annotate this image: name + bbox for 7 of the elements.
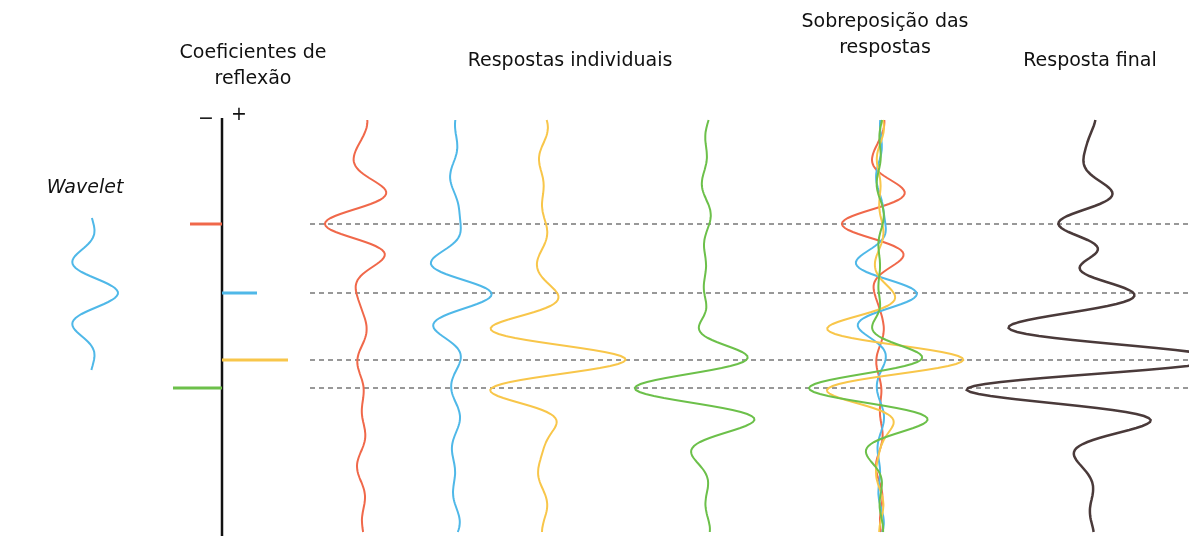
plus-sign: +	[231, 102, 247, 124]
column-heading: Sobreposição das respostas	[801, 9, 969, 57]
column-heading: Coeficientes de reflexão	[179, 40, 327, 88]
wavelet-label: Wavelet	[46, 175, 124, 197]
column-heading: Resposta final	[1023, 48, 1157, 70]
minus-sign: −	[198, 106, 214, 128]
column-heading: Respostas individuais	[467, 48, 673, 70]
